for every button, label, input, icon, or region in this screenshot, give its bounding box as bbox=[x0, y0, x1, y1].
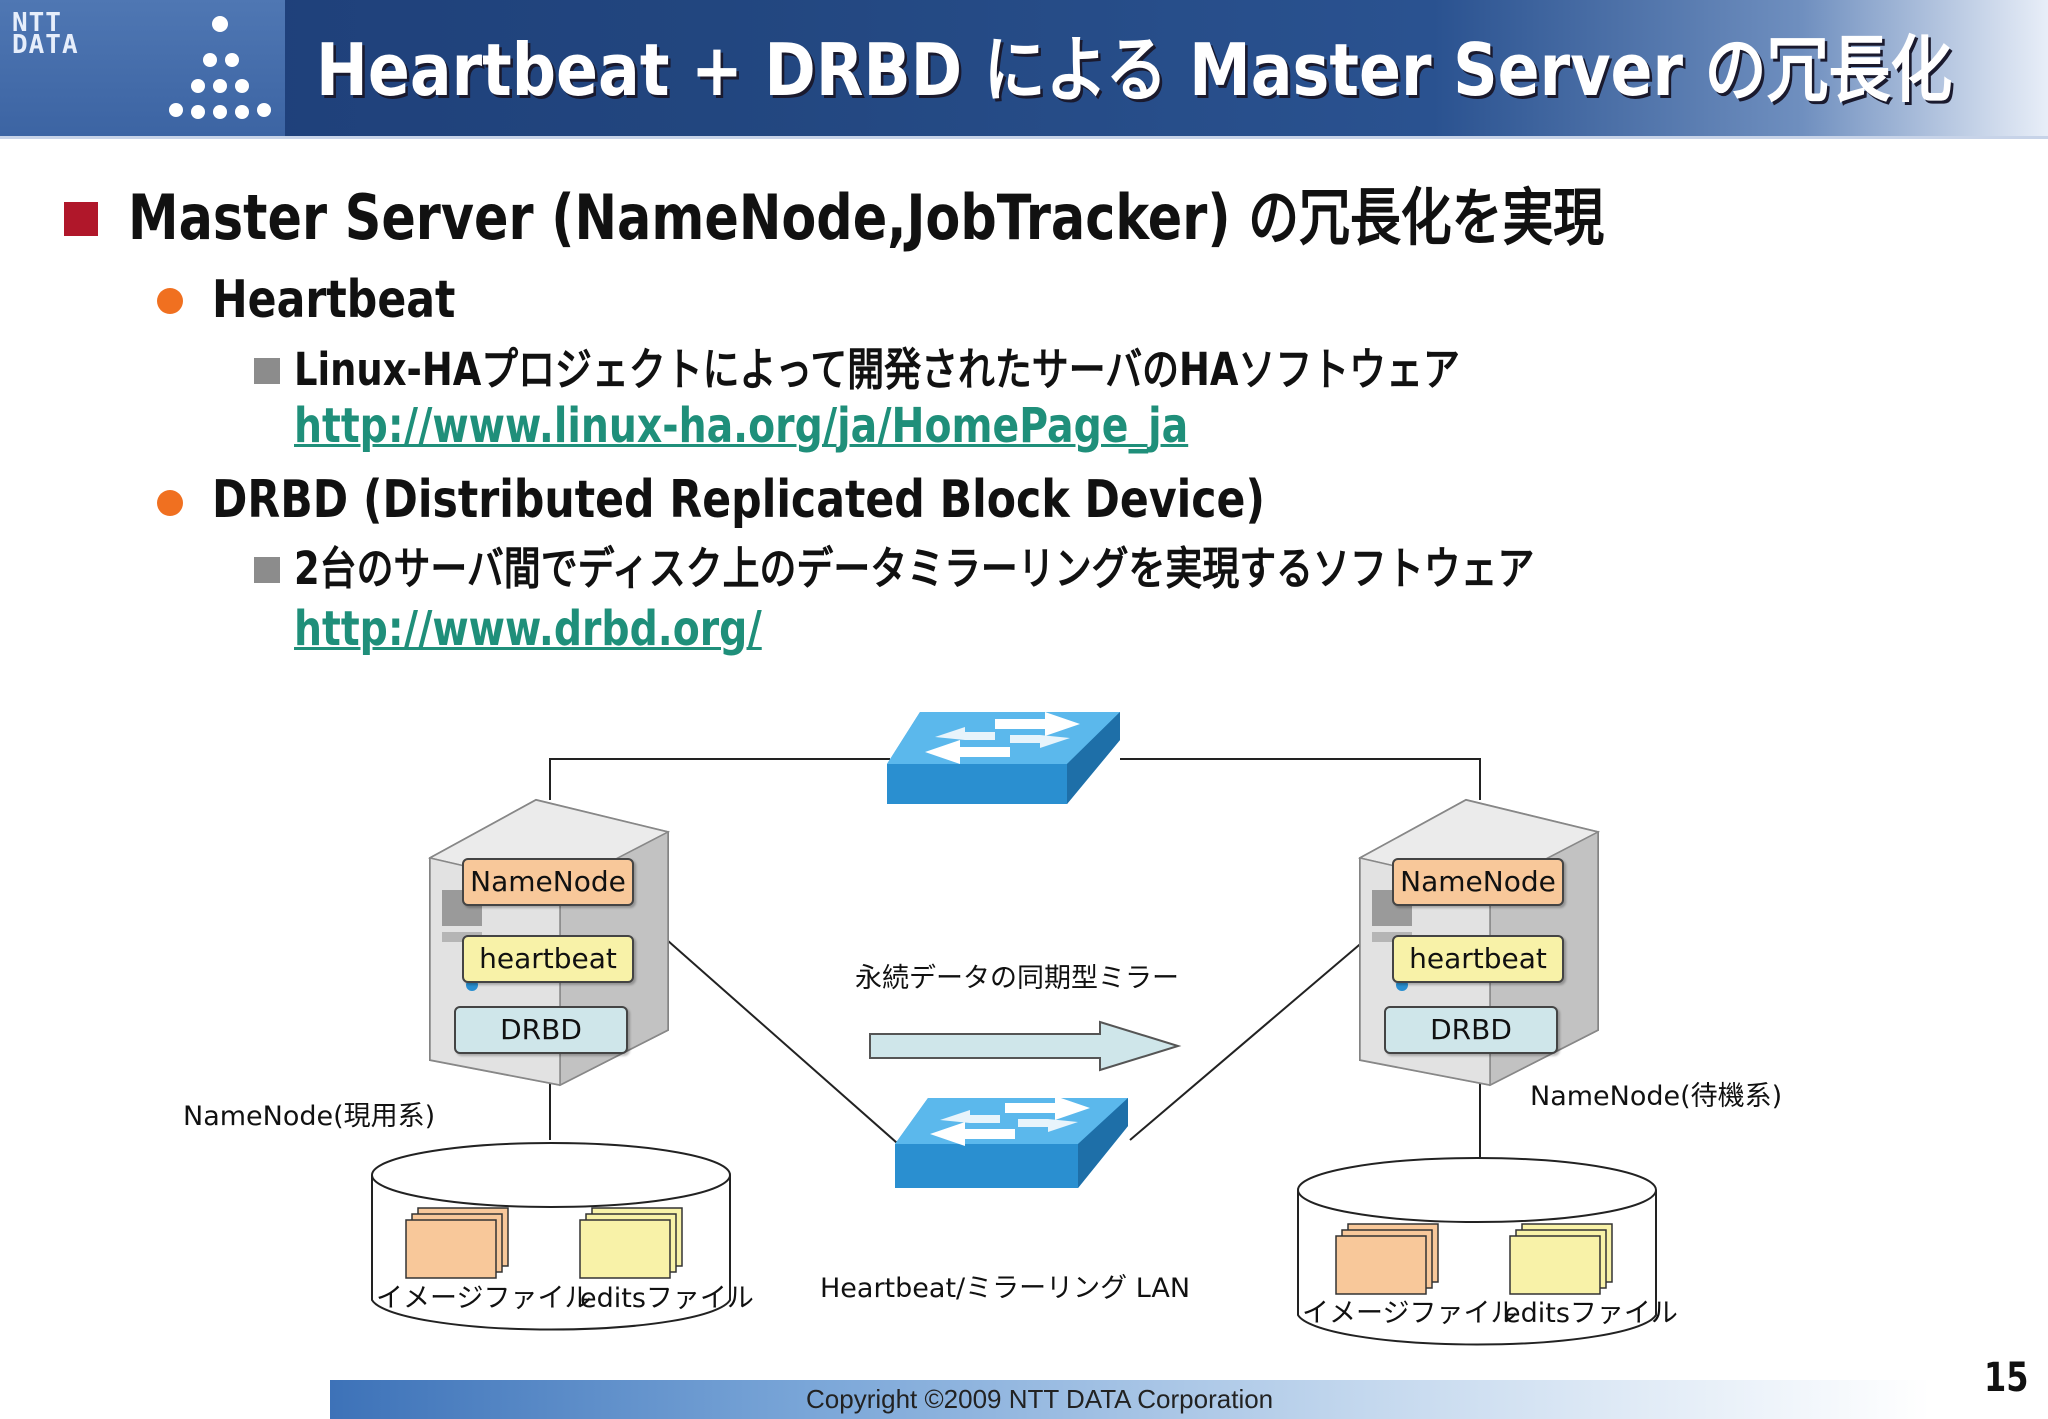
bullet-dot-icon bbox=[157, 490, 183, 516]
main-bullet-text: Master Server (NameNode,JobTracker) の冗長化… bbox=[128, 181, 1605, 254]
left-edits-file-label: editsファイル bbox=[580, 1283, 754, 1314]
right-heartbeat-box: heartbeat bbox=[1392, 935, 1564, 983]
edits-file-stack-icon-left bbox=[579, 1207, 683, 1279]
ntt-data-logo: NTT DATA bbox=[0, 0, 285, 136]
left-image-file-label: イメージファイル bbox=[376, 1283, 592, 1314]
heartbeat-heading: Heartbeat bbox=[212, 270, 456, 330]
drbd-heading: DRBD (Distributed Replicated Block Devic… bbox=[212, 470, 1265, 530]
left-heartbeat-box: heartbeat bbox=[462, 935, 634, 983]
main-bullet-icon bbox=[64, 202, 98, 236]
left-server-label: NameNode(現用系) bbox=[183, 1101, 436, 1132]
switch-icon-bottom bbox=[895, 1096, 1128, 1188]
heartbeat-description: Linux-HAプロジェクトによって開発されたサーバのHAソフトウェア bbox=[294, 343, 1460, 396]
right-server-label: NameNode(待機系) bbox=[1530, 1081, 1783, 1112]
copyright-text: Copyright ©2009 NTT DATA Corporation bbox=[806, 1384, 1274, 1414]
network-lines bbox=[549, 758, 1481, 1158]
lan-label: Heartbeat/ミラーリング LAN bbox=[820, 1273, 1191, 1304]
image-file-stack-icon-left bbox=[405, 1207, 509, 1279]
slide-title: Heartbeat + DRBD による Master Server の冗長化 bbox=[316, 28, 1953, 112]
mirror-label: 永続データの同期型ミラー bbox=[855, 963, 1179, 994]
sub-bullet-icon bbox=[254, 557, 280, 583]
right-edits-file-label: editsファイル bbox=[1504, 1298, 1678, 1329]
left-drbd-box: DRBD bbox=[454, 1006, 628, 1054]
switch-icon-top bbox=[887, 712, 1120, 804]
slide-header: NTT DATA Heartbeat + DRBD による Master Ser… bbox=[0, 0, 2048, 139]
logo-dots-icon bbox=[169, 16, 271, 119]
page-number: 15 bbox=[1984, 1355, 2029, 1401]
drbd-link[interactable]: http://www.drbd.org/ bbox=[294, 601, 762, 657]
drbd-description: 2台のサーバ間でディスク上のデータミラーリングを実現するソフトウェア bbox=[294, 542, 1535, 595]
bullet-dot-icon bbox=[157, 288, 183, 314]
right-image-file-label: イメージファイル bbox=[1302, 1298, 1518, 1329]
heartbeat-link[interactable]: http://www.linux-ha.org/ja/HomePage_ja bbox=[294, 398, 1189, 454]
logo-text: NTT DATA bbox=[12, 8, 79, 60]
sub-bullet-icon bbox=[254, 358, 280, 384]
right-namenode-box: NameNode bbox=[1392, 858, 1564, 906]
mirror-arrow-icon bbox=[869, 1020, 1182, 1072]
left-namenode-box: NameNode bbox=[462, 858, 634, 906]
right-drbd-box: DRBD bbox=[1384, 1006, 1558, 1054]
footer-bar bbox=[330, 1380, 1930, 1419]
image-file-stack-icon-right bbox=[1335, 1223, 1439, 1295]
edits-file-stack-icon-right bbox=[1509, 1223, 1613, 1295]
